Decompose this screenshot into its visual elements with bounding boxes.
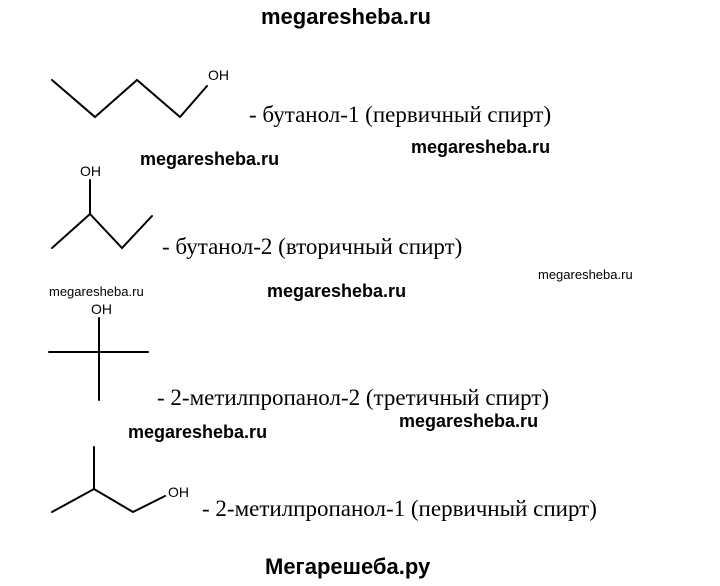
- watermark: megaresheba.ru: [267, 281, 407, 301]
- watermark: megaresheba.ru: [49, 284, 144, 299]
- butanol-1-skeleton: [51, 78, 208, 119]
- oh-group: OH: [80, 163, 101, 179]
- compound-label-methylpropanol-2: - 2-метилпропанол-2 (третичный спирт): [157, 385, 550, 410]
- compound-label-butanol-1: - бутанол-1 (первичный спирт): [249, 102, 552, 127]
- oh-group: OH: [208, 67, 229, 83]
- oh-group: OH: [91, 301, 112, 317]
- compound-label-methylpropanol-1: - 2-метилпропанол-1 (первичный спирт): [202, 496, 597, 521]
- watermark: megaresheba.ru: [411, 137, 551, 157]
- watermark: megaresheba.ru: [140, 149, 280, 169]
- watermark: megaresheba.ru: [538, 267, 633, 282]
- methylpropanol-1-skeleton: [51, 487, 166, 514]
- oh-group: OH: [168, 484, 189, 500]
- butanol-2-skeleton: [51, 212, 153, 250]
- watermark-bottom: Мегарешеба.ру: [265, 554, 431, 579]
- watermark: megaresheba.ru: [128, 422, 268, 442]
- watermark: megaresheba.ru: [399, 411, 539, 431]
- watermark-top: megaresheba.ru: [261, 4, 431, 29]
- compound-label-butanol-2: - бутанол-2 (вторичный спирт): [162, 234, 463, 259]
